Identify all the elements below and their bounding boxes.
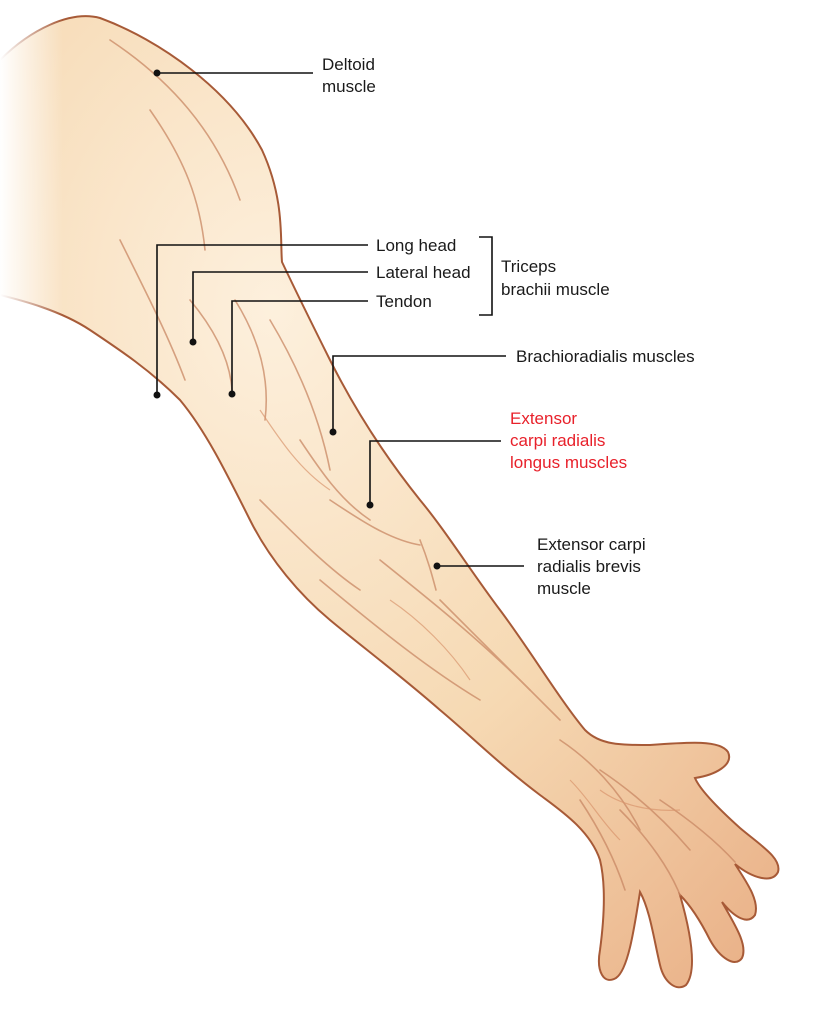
- leader-brachioradialis: [332, 355, 506, 432]
- pin-tendon: [228, 390, 236, 398]
- label-brachioradialis: Brachioradialis muscles: [516, 347, 695, 366]
- label-triceps-line1: Triceps: [501, 257, 556, 276]
- labels: Deltoid muscle Long head Lateral head Te…: [322, 55, 695, 598]
- pin-deltoid: [153, 69, 161, 77]
- torso-fade: [0, 0, 140, 360]
- label-deltoid-line2: muscle: [322, 77, 376, 96]
- leader-lines: [153, 69, 524, 570]
- triceps-bracket: [479, 236, 493, 316]
- label-ecrb-line1: Extensor carpi: [537, 535, 646, 554]
- pin-ecrb: [433, 562, 441, 570]
- label-ecrl-line3: longus muscles: [510, 453, 627, 472]
- label-triceps-line2: brachii muscle: [501, 280, 610, 299]
- label-long-head: Long head: [376, 236, 456, 255]
- pin-lateral-head: [189, 338, 197, 346]
- label-ecrl-line1: Extensor: [510, 409, 577, 428]
- label-ecrl-line2: carpi radialis: [510, 431, 605, 450]
- label-tendon: Tendon: [376, 292, 432, 311]
- leader-lateral-head: [192, 271, 368, 342]
- leader-long-head: [156, 244, 368, 395]
- label-lateral-head: Lateral head: [376, 263, 471, 282]
- leader-tendon: [231, 300, 368, 394]
- arm-body: [0, 15, 780, 989]
- pin-ecrl: [366, 501, 374, 509]
- veins: [259, 409, 681, 841]
- leader-ecrl: [369, 440, 501, 505]
- muscle-contours: [109, 39, 736, 896]
- label-ecrb-line2: radialis brevis: [537, 557, 641, 576]
- pin-long-head: [153, 391, 161, 399]
- arm-illustration: [0, 0, 780, 989]
- pin-brachioradialis: [329, 428, 337, 436]
- label-ecrb-line3: muscle: [537, 579, 591, 598]
- label-deltoid-line1: Deltoid: [322, 55, 375, 74]
